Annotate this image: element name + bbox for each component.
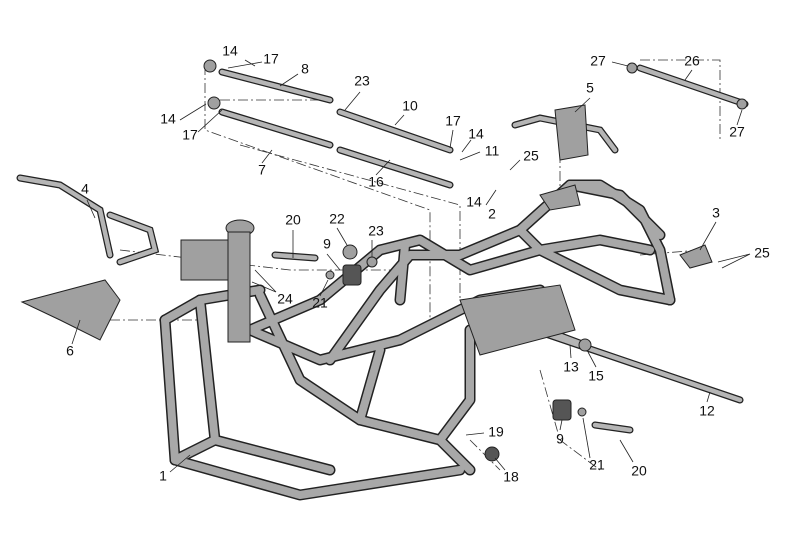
part-label-21: 21 [312,295,328,311]
part-label-17: 17 [263,51,279,67]
part-label-9: 9 [556,431,564,447]
swingarm-mount [459,284,576,356]
bracket-3 [679,244,713,269]
rod [219,69,333,103]
bracket-5 [554,104,589,161]
part-label-7: 7 [258,162,266,178]
small-parts [20,59,748,462]
part-label-6: 6 [66,343,74,359]
part-label-23: 23 [354,73,370,89]
steering-column [227,231,251,343]
part-label-24: 24 [277,291,293,307]
part-label-18: 18 [503,469,519,485]
part-label-19: 19 [488,424,504,440]
leader-lines [71,59,751,473]
frame-tube [171,436,219,464]
washer-21 [325,270,335,280]
part-label-3: 3 [712,205,720,221]
part-label-23: 23 [368,223,384,239]
spacer-14 [203,59,217,73]
rod [592,422,633,433]
clip-27 [626,62,638,74]
rod [272,252,318,261]
bushing-9 [342,264,362,286]
part-label-17: 17 [445,113,461,129]
part-label-14: 14 [222,43,238,59]
clip-27b [736,98,748,110]
frame-tube [516,226,674,304]
part-label-9: 9 [323,236,331,252]
part-label-26: 26 [684,53,700,69]
part-label-11: 11 [485,143,500,159]
bracket-6 [20,279,121,341]
part-label-4: 4 [81,181,89,197]
part-label-20: 20 [631,463,647,479]
part-label-5: 5 [586,80,594,96]
rod [17,175,113,258]
part-label-27: 27 [590,53,606,69]
part-label-16: 16 [368,174,384,190]
part-label-15: 15 [588,368,604,384]
cap-18 [484,446,500,462]
part-label-2: 2 [488,206,496,222]
part-label-25: 25 [523,148,539,164]
part-label-22: 22 [329,211,345,227]
bushing-9-lower [552,399,572,421]
rod [337,147,453,188]
bushing-22 [342,244,358,260]
frame-tube [161,316,464,499]
part-label-1: 1 [159,468,167,484]
nut-15 [578,338,592,352]
frame-tube [566,181,674,304]
part-label-20: 20 [285,212,301,228]
rod [537,329,743,403]
part-label-17: 17 [182,127,198,143]
part-label-27: 27 [729,124,745,140]
part-label-14: 14 [160,111,176,127]
washer-21-lower [577,407,587,417]
frame-tube [356,346,384,424]
spacer-14b [207,96,221,110]
main-frame [16,64,749,501]
frame-tube [436,326,474,444]
rod [107,212,158,265]
part-label-25: 25 [754,245,770,261]
part-label-8: 8 [301,61,309,77]
part-label-10: 10 [402,98,418,114]
part-label-12: 12 [699,403,715,419]
part-label-14: 14 [466,194,482,210]
part-label-14: 14 [468,126,484,142]
rod [219,109,333,148]
frame-tube [396,241,409,304]
bracket-2 [539,184,581,211]
washer-23 [366,256,378,268]
rod [337,109,453,153]
part-label-13: 13 [563,359,579,375]
part-label-21: 21 [589,457,605,473]
rod [637,65,748,107]
